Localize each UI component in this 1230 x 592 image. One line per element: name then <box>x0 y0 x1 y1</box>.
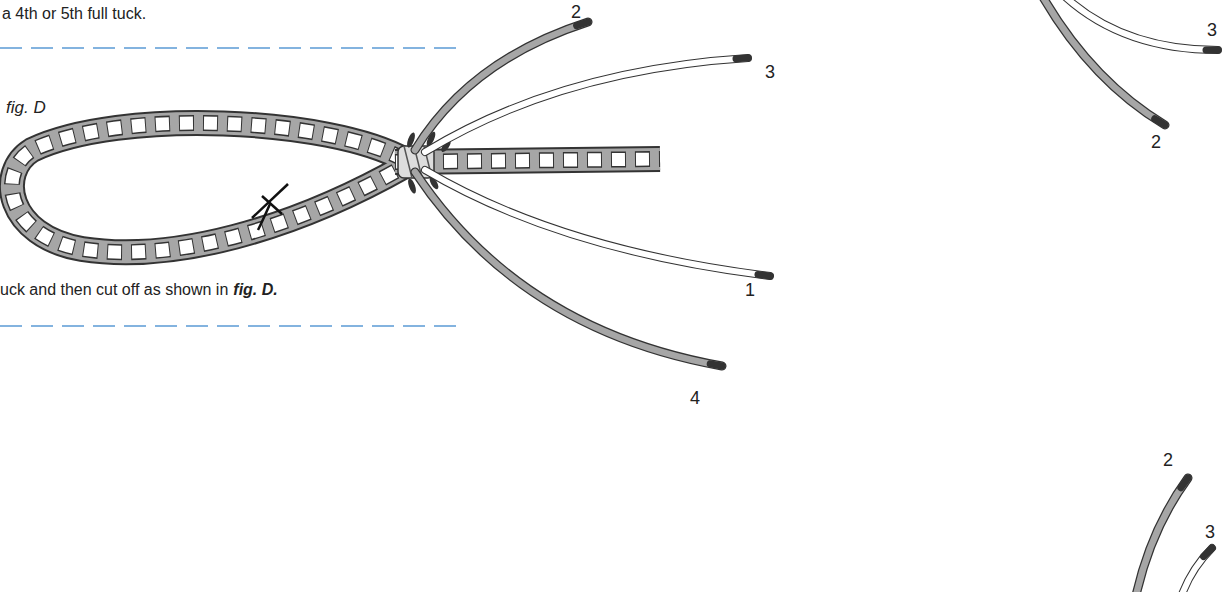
callout-number: 1 <box>745 280 755 302</box>
strand-tips <box>577 22 770 366</box>
whipping-thread <box>252 184 288 230</box>
callout-number: 2 <box>1151 132 1161 154</box>
callout-number: 2 <box>1163 450 1173 472</box>
callout-number: 3 <box>1205 522 1215 544</box>
callout-number: 2 <box>571 2 581 24</box>
instruction-text: a 4th or 5th full tuck. <box>2 4 146 23</box>
detail-strands-bottom <box>1135 478 1212 592</box>
rope-eye-loop <box>12 123 405 252</box>
instruction-text: uck and then cut off as shown in <box>0 280 228 299</box>
figure-label: fig. D <box>6 98 46 118</box>
detail-strands-top <box>1040 0 1218 125</box>
dashed-separator <box>0 47 465 49</box>
figure-reference: fig. D. <box>233 280 277 299</box>
callout-number: 3 <box>765 62 775 84</box>
loose-strands <box>415 22 770 366</box>
callout-number: 3 <box>1207 20 1217 42</box>
dashed-separator <box>0 325 460 327</box>
callout-number: 4 <box>690 388 700 410</box>
